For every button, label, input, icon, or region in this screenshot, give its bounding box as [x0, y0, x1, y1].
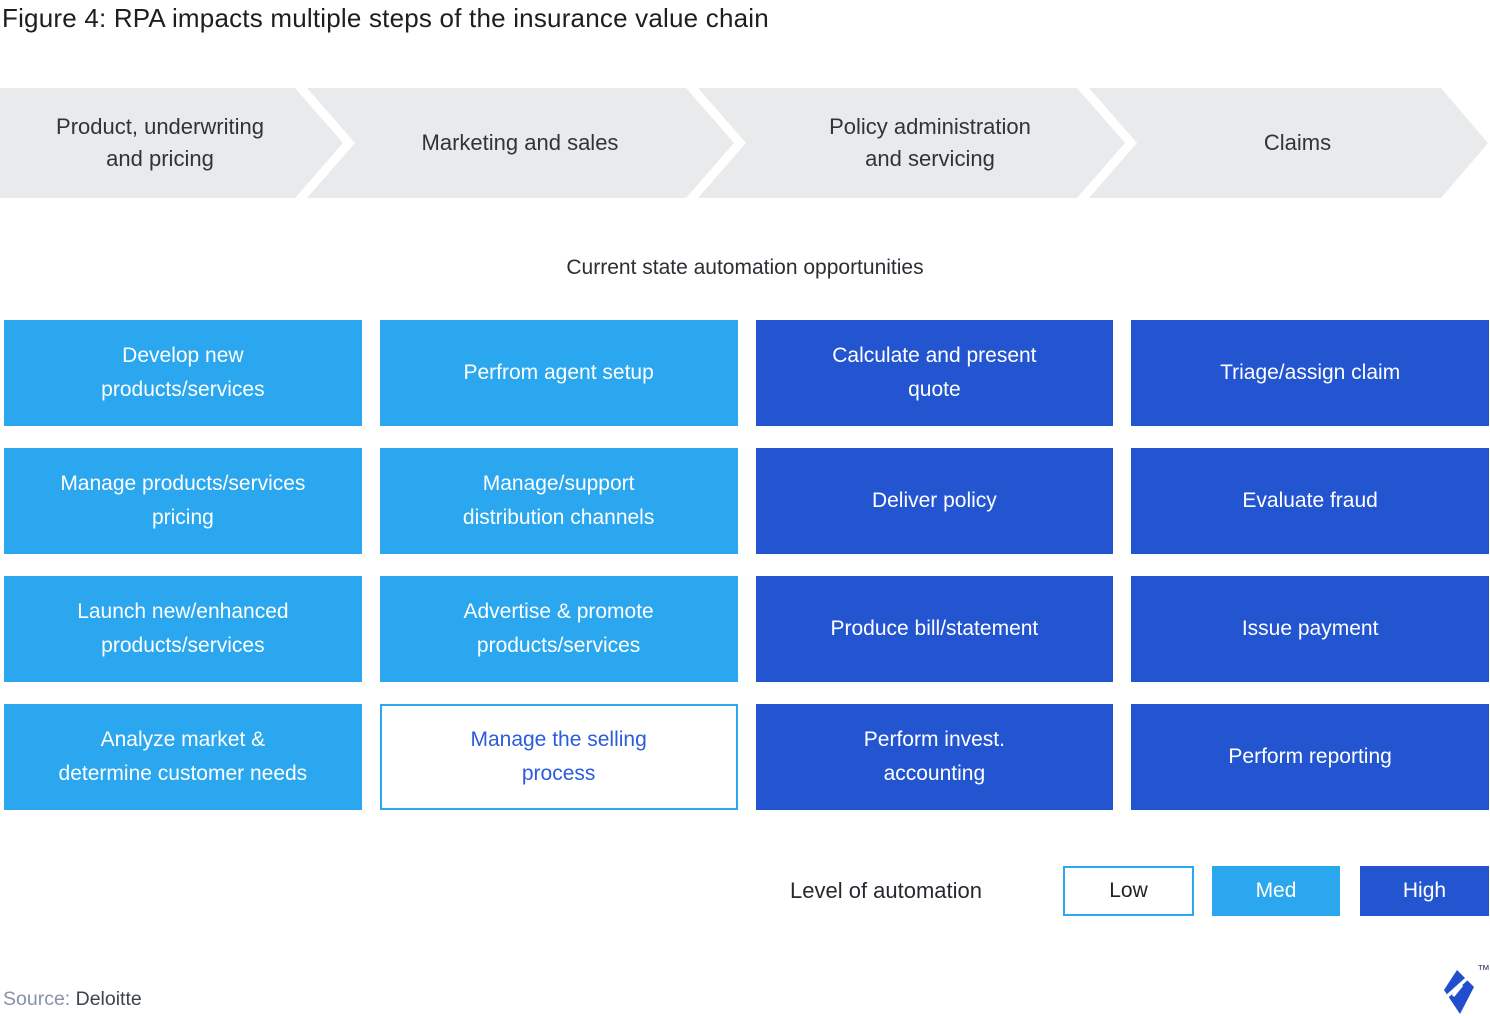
grid-cell: Perform invest. accounting: [755, 704, 1114, 810]
source-label: Source:: [3, 988, 71, 1010]
value-chain-band: Product, underwriting and pricing Market…: [0, 88, 1490, 198]
stage-policy-administration-servicing: Policy administration and servicing: [829, 114, 1031, 171]
grid-cell: Produce bill/statement: [755, 576, 1114, 682]
grid-cell: Evaluate fraud: [1131, 448, 1489, 554]
grid-cell: Manage/support distribution channels: [379, 448, 738, 554]
grid-cell: Issue payment: [1131, 576, 1489, 682]
grid-cell: Launch new/enhanced products/services: [4, 576, 362, 682]
grid-cell: Manage products/services pricing: [4, 448, 362, 554]
stage-product-underwriting-pricing: Product, underwriting and pricing: [56, 114, 264, 171]
stage-marketing-and-sales: Marketing and sales: [421, 130, 619, 156]
grid-subtitle: Current state automation opportunities: [566, 256, 924, 279]
grid-cell: Perfrom agent setup: [379, 320, 738, 426]
grid-cell: Deliver policy: [755, 448, 1114, 554]
grid-cell: Advertise & promote products/services: [379, 576, 738, 682]
toptal-logo-icon: [1444, 970, 1474, 1014]
automation-legend: Level of automation Low Med High: [0, 866, 1490, 916]
grid-cell: Triage/assign claim: [1131, 320, 1489, 426]
grid-cell: Develop new products/services: [4, 320, 362, 426]
source-line: Source: Deloitte: [3, 988, 142, 1011]
legend-chip-low: Low: [1063, 866, 1194, 916]
legend-label: Level of automation: [790, 878, 983, 903]
source-value: Deloitte: [75, 988, 142, 1010]
trademark-symbol: ™: [1477, 962, 1490, 977]
automation-grid: Develop new products/services Perfrom ag…: [4, 320, 1489, 810]
figure-title: Figure 4: RPA impacts multiple steps of …: [2, 3, 769, 33]
grid-cell: Perform reporting: [1131, 704, 1489, 810]
legend-chip-med: Med: [1212, 866, 1340, 916]
grid-cell: Analyze market & determine customer need…: [4, 704, 362, 810]
toptal-logo: ™: [1444, 960, 1490, 1016]
grid-cell: Manage the selling process: [379, 704, 738, 810]
stage-claims: Claims: [1263, 130, 1332, 156]
legend-chip-high: High: [1360, 866, 1489, 916]
grid-cell: Calculate and present quote: [755, 320, 1114, 426]
